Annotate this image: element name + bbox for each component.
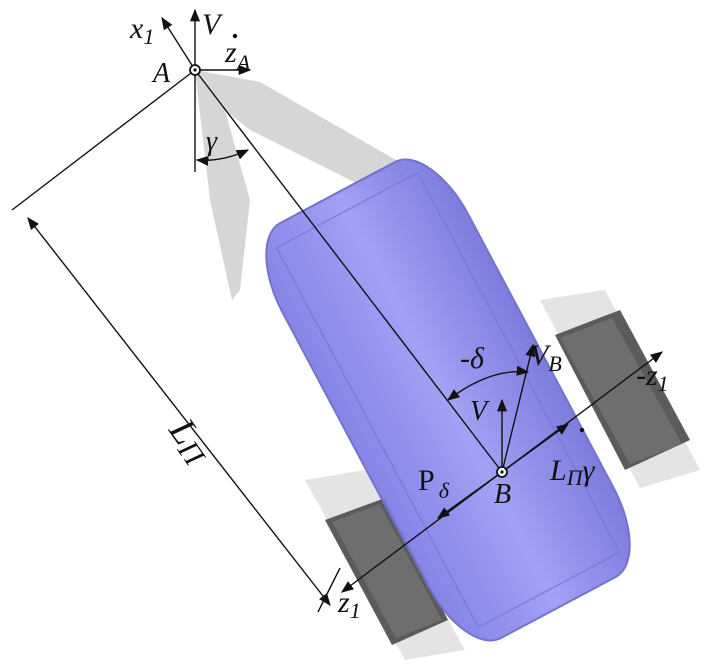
label-x1: x1 (129, 12, 154, 49)
label-v-mid: V (470, 396, 490, 427)
label-l-gamma: LΠγ (549, 454, 596, 490)
length-dimension (11, 69, 341, 613)
left-tire (325, 498, 448, 645)
point-a-marker (189, 64, 201, 76)
centre-line (194, 69, 503, 473)
point-b-marker (496, 466, 508, 478)
gamma-arc (195, 149, 250, 166)
label-v-top: V (202, 8, 224, 41)
l-gamma-arrow (501, 423, 570, 473)
x1-axis-arrow (161, 16, 196, 71)
delta-arc (446, 365, 530, 401)
label-z1: z1 (337, 586, 361, 623)
right-tire (555, 310, 690, 470)
label-point-b: B (494, 479, 511, 510)
z-dot-mark (232, 33, 238, 39)
label-z-dot-a: zA (224, 36, 251, 75)
label-point-a: A (151, 58, 171, 89)
label-length: LΠ (158, 410, 221, 473)
label-delta: -δ (460, 342, 485, 375)
p-delta-arrow (436, 471, 503, 519)
label-minus-z1: -z1 (636, 359, 669, 396)
gamma-dot-mark (579, 427, 585, 433)
label-gamma: γ (206, 126, 218, 157)
label-vb: VB (530, 339, 562, 376)
